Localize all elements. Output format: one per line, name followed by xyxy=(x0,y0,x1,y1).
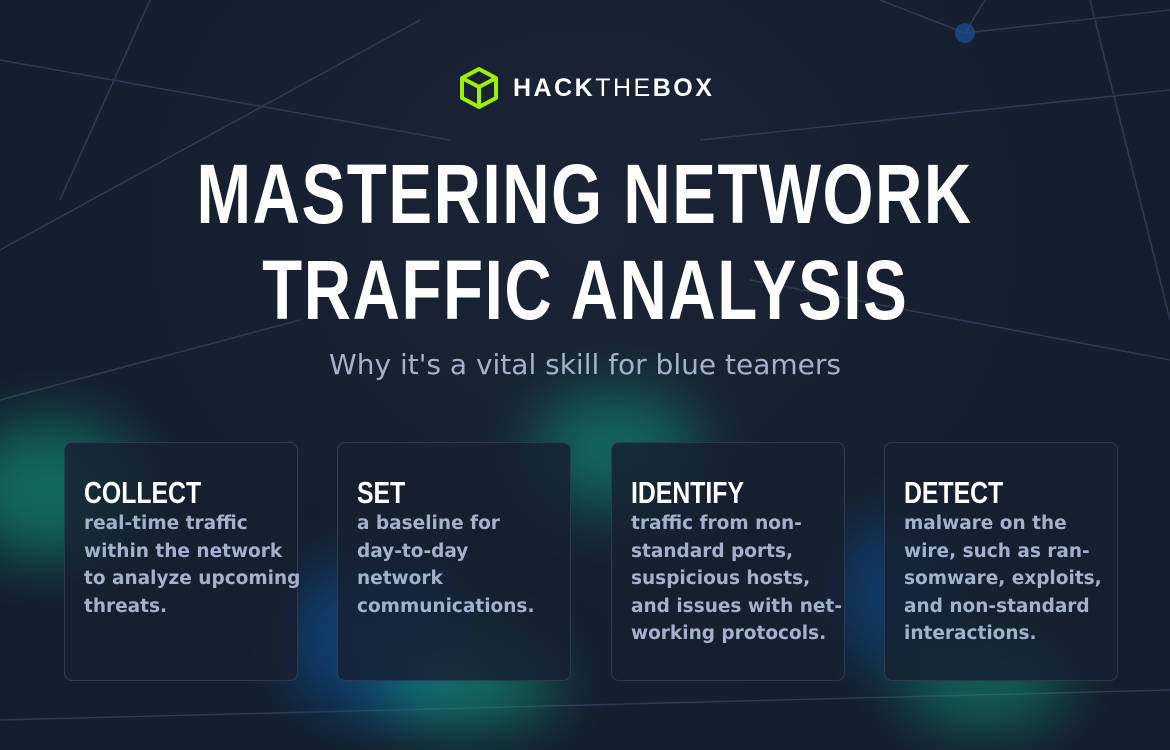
card-detect: DETECT malware on the wire, such as ran-… xyxy=(884,442,1118,681)
card-heading: COLLECT xyxy=(84,475,202,510)
subtitle: Why it's a vital skill for blue teamers xyxy=(329,348,841,381)
card-body: malware on the wire, such as ran-somware… xyxy=(904,513,1102,644)
page-title-line-2: TRAFFIC ANALYSIS xyxy=(261,243,909,337)
cube-icon xyxy=(460,67,498,109)
card-body: real-time traffic within the network to … xyxy=(84,513,301,617)
card-identify: IDENTIFY traffic from non-standard ports… xyxy=(611,442,845,681)
card-heading: SET xyxy=(357,475,406,510)
card-body: traffic from non-standard ports, suspici… xyxy=(631,513,842,644)
card-body: a baseline for day-to-day network commun… xyxy=(357,513,535,617)
hackthebox-logo: HACKTHEBOX xyxy=(459,66,714,110)
brand-name: HACKTHEBOX xyxy=(513,73,715,102)
card-heading: DETECT xyxy=(904,475,1004,510)
page-title-line-1: MASTERING NETWORK xyxy=(196,147,974,241)
card-collect: COLLECT real-time traffic within the net… xyxy=(64,442,300,681)
card-heading: IDENTIFY xyxy=(631,475,744,510)
card-set: SET a baseline for day-to-day network co… xyxy=(337,442,571,681)
